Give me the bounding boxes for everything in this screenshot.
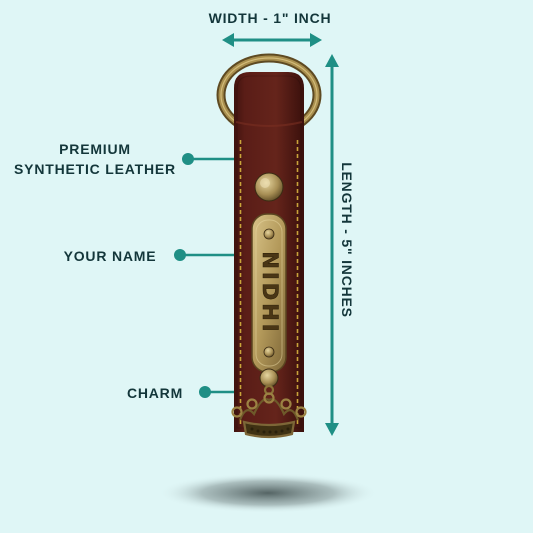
premium-label-line1: PREMIUM [59, 141, 131, 157]
premium-label-line2: SYNTHETIC LEATHER [14, 161, 176, 177]
width-arrow [222, 33, 322, 47]
top-rivet [254, 172, 284, 202]
width-label: WIDTH - 1" INCH [208, 10, 332, 26]
your-name-label: YOUR NAME [63, 248, 157, 264]
name-plate-screw-top [263, 228, 275, 240]
engraved-name: NIDHI [258, 251, 282, 334]
crown-charm [231, 384, 307, 439]
premium-leather-label: PREMIUM SYNTHETIC LEATHER [10, 139, 180, 179]
floor-shadow [158, 473, 378, 513]
charm-label: CHARM [126, 385, 184, 401]
name-plate: NIDHI [251, 213, 287, 373]
name-plate-screw-bottom [263, 346, 275, 358]
bottom-rivet [259, 368, 279, 388]
length-arrow [325, 54, 339, 436]
